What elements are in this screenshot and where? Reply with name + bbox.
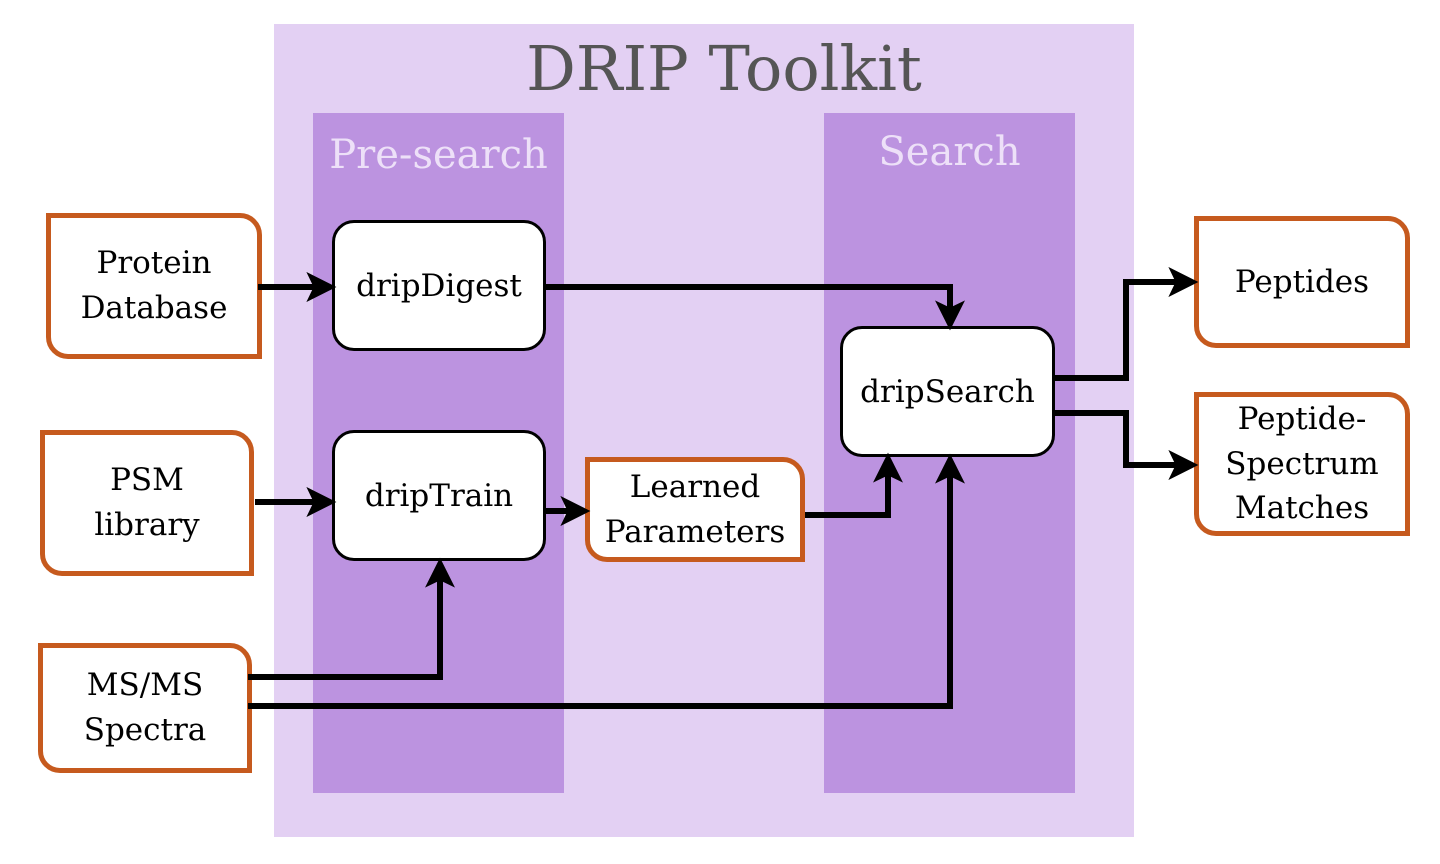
drip-search-label: dripSearch xyxy=(860,373,1035,410)
psm-library-box: PSM library xyxy=(40,430,254,576)
psm-box: Peptide- Spectrum Matches xyxy=(1194,392,1410,536)
peptides-box: Peptides xyxy=(1194,216,1410,348)
protein-database-label: Protein Database xyxy=(80,245,228,326)
arrow-spectra-to-search xyxy=(248,453,965,709)
learned-parameters-label: Learned Parameters xyxy=(604,468,786,550)
drip-digest-label: dripDigest xyxy=(356,267,522,304)
protein-database-box: Protein Database xyxy=(46,213,262,359)
learned-parameters-box: Learned Parameters xyxy=(585,457,805,562)
psm-library-label: PSM library xyxy=(94,462,200,543)
arrow-search-to-peptides xyxy=(1055,267,1199,381)
drip-digest-box: dripDigest xyxy=(332,220,546,351)
arrow-search-to-psm xyxy=(1055,410,1199,480)
peptides-label: Peptides xyxy=(1234,263,1370,300)
pre-search-label: Pre-search xyxy=(329,132,548,178)
ms-spectra-box: MS/MS Spectra xyxy=(38,643,252,773)
arrow-spectra-to-train xyxy=(248,557,455,680)
arrow-digest-to-search xyxy=(546,284,965,331)
drip-train-label: dripTrain xyxy=(364,477,514,514)
arrow-learned-to-search xyxy=(805,452,903,518)
toolkit-title: DRIP Toolkit xyxy=(526,32,922,105)
psm-label: Peptide- Spectrum Matches xyxy=(1225,400,1379,527)
search-label: Search xyxy=(878,129,1021,175)
drip-search-box: dripSearch xyxy=(840,326,1055,457)
ms-spectra-label: MS/MS Spectra xyxy=(83,667,207,748)
